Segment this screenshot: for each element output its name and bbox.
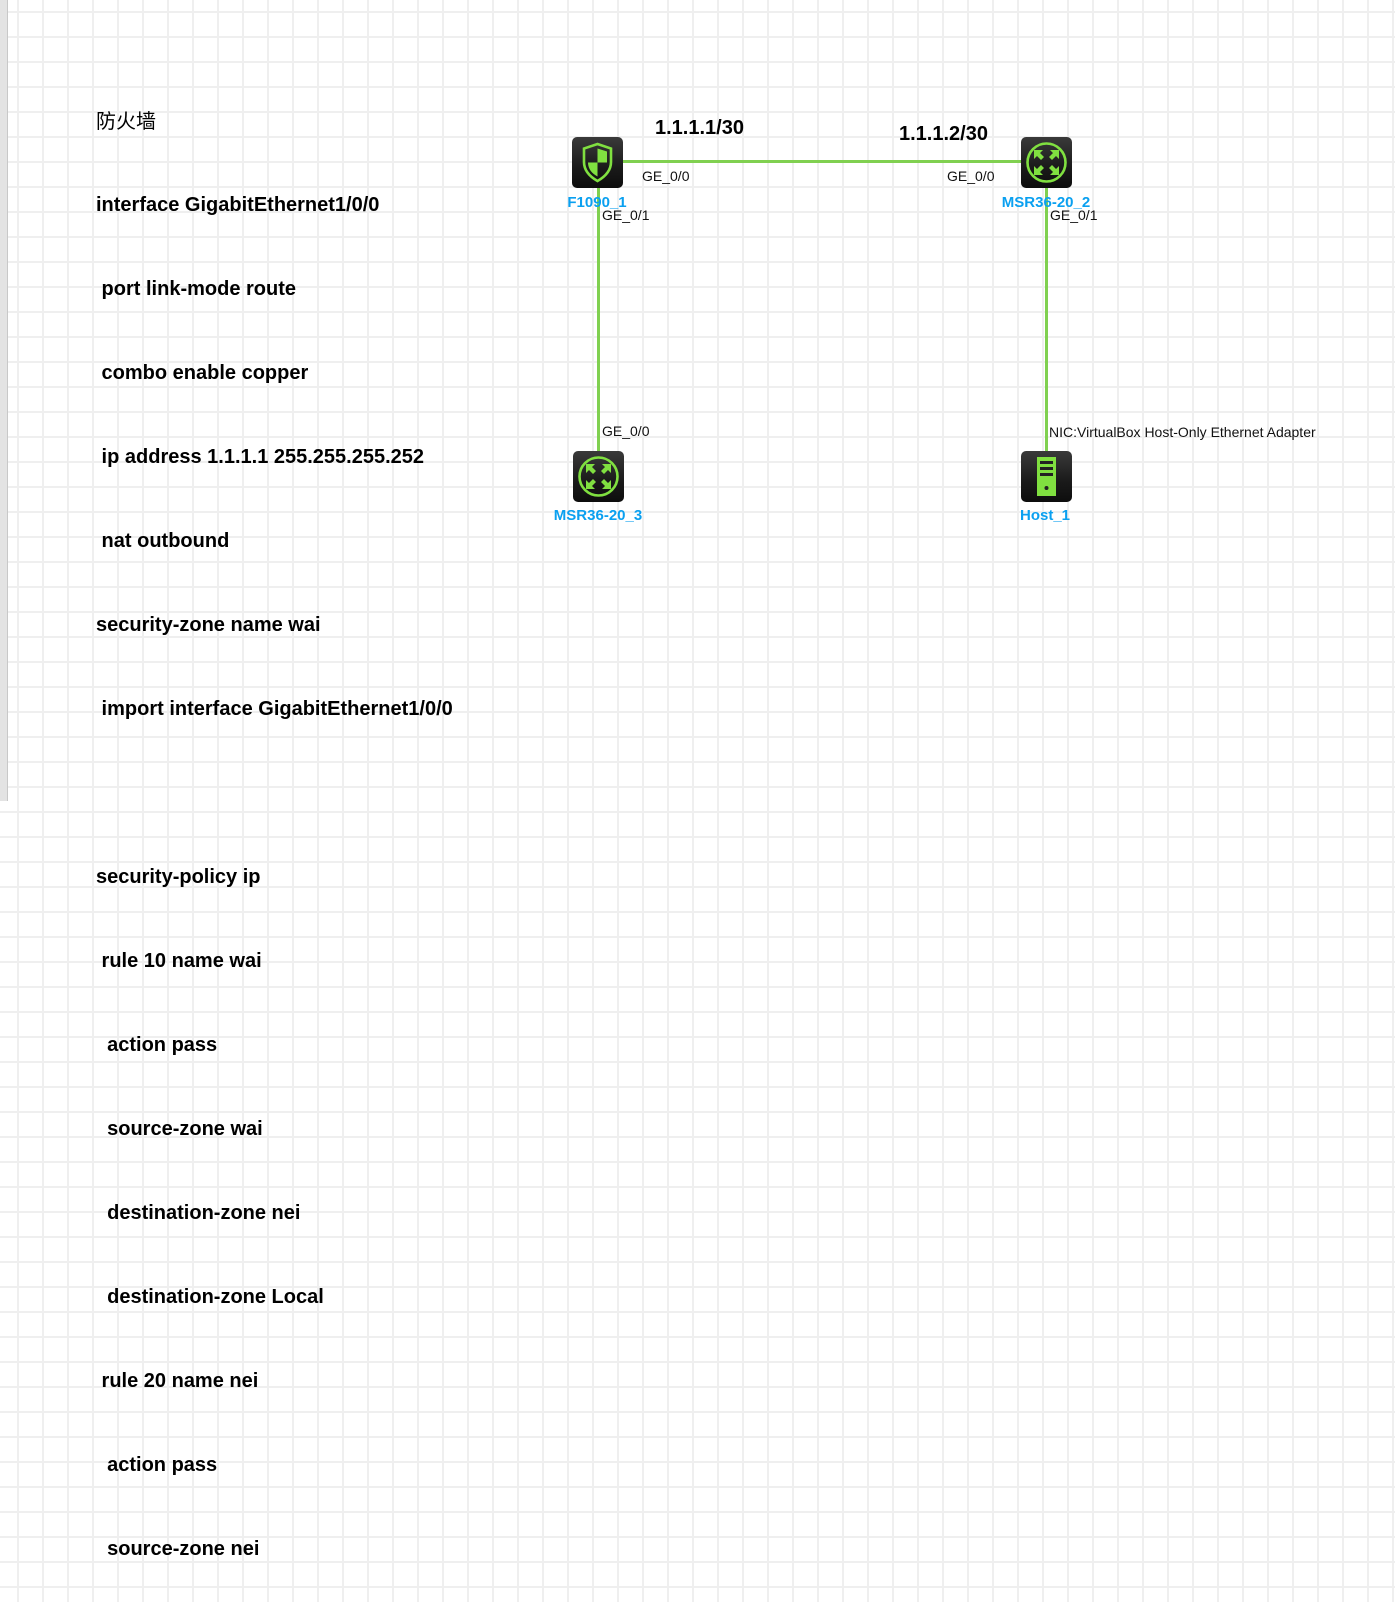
link-f1090-msr2[interactable] bbox=[598, 160, 1046, 163]
port-label: GE_0/0 bbox=[642, 168, 690, 184]
config-line: source-zone wai bbox=[96, 1118, 263, 1140]
firewall-shield-icon bbox=[582, 142, 613, 183]
device-label-msr36-20-3[interactable]: MSR36-20_3 bbox=[553, 507, 643, 524]
config-line: security-zone name wai bbox=[96, 614, 321, 636]
config-line: rule 10 name wai bbox=[96, 950, 262, 972]
config-title: 防火墙 bbox=[96, 109, 156, 133]
config-line: action pass bbox=[96, 1034, 218, 1056]
config-line: port link-mode route bbox=[96, 278, 296, 300]
device-msr36-20-3[interactable] bbox=[573, 451, 624, 502]
port-label: GE_0/1 bbox=[602, 207, 650, 223]
port-label: GE_0/0 bbox=[947, 168, 995, 184]
port-label: GE_0/1 bbox=[1050, 207, 1098, 223]
router-icon bbox=[578, 456, 619, 497]
port-label: GE_0/0 bbox=[602, 423, 650, 439]
config-line: rule 20 name nei bbox=[96, 1370, 259, 1392]
host-server-icon bbox=[1037, 457, 1056, 496]
device-label-f1090-1[interactable]: F1090_1 bbox=[567, 194, 627, 211]
config-line: interface GigabitEthernet1/0/0 bbox=[96, 194, 380, 216]
port-label: NIC:VirtualBox Host-Only Ethernet Adapte… bbox=[1049, 424, 1316, 440]
left-scrollbar-strip[interactable] bbox=[0, 0, 8, 801]
firewall-config-text: 防火墙 interface GigabitEthernet1/0/0 port … bbox=[96, 51, 453, 1602]
config-line-blank bbox=[96, 779, 453, 807]
config-line: security-policy ip bbox=[96, 866, 261, 888]
ip-label-msr2: 1.1.1.2/30 bbox=[899, 123, 988, 145]
ip-label-f1090: 1.1.1.1/30 bbox=[655, 117, 744, 139]
config-line: import interface GigabitEthernet1/0/0 bbox=[96, 698, 453, 720]
device-label-host-1[interactable]: Host_1 bbox=[1019, 507, 1071, 524]
device-host-1[interactable] bbox=[1021, 451, 1072, 502]
device-label-msr36-20-2[interactable]: MSR36-20_2 bbox=[1001, 194, 1091, 211]
config-line: ip address 1.1.1.1 255.255.255.252 bbox=[96, 446, 425, 468]
config-line: nat outbound bbox=[96, 530, 230, 552]
config-line: combo enable copper bbox=[96, 362, 309, 384]
config-line: destination-zone nei bbox=[96, 1202, 301, 1224]
link-msr2-host[interactable] bbox=[1045, 163, 1048, 477]
link-f1090-msr3[interactable] bbox=[597, 163, 600, 477]
config-line: destination-zone Local bbox=[96, 1286, 324, 1308]
config-line: source-zone nei bbox=[96, 1538, 260, 1560]
device-msr36-20-2[interactable] bbox=[1021, 137, 1072, 188]
router-icon bbox=[1026, 142, 1067, 183]
config-line: action pass bbox=[96, 1454, 218, 1476]
device-f1090-1[interactable] bbox=[572, 137, 623, 188]
